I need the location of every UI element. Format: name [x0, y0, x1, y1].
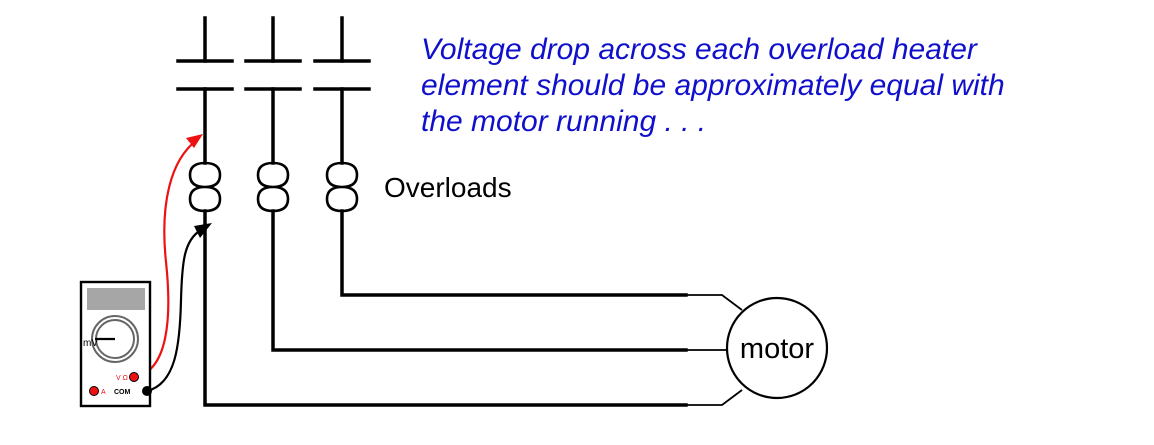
meter-amp-label: A: [101, 389, 106, 396]
contact-pole-2: [244, 16, 302, 165]
overload-heater-2: [256, 161, 290, 213]
meter-vohm-label: V Ω: [116, 375, 128, 382]
overload-heaters: [188, 161, 359, 213]
overload-heater-3: [325, 161, 359, 213]
red-probe-tip: [186, 134, 203, 148]
motor-label: motor: [740, 333, 814, 365]
meter-range-label: mV: [83, 338, 98, 349]
red-test-lead: [133, 139, 198, 379]
motor-wiring: [203, 209, 743, 407]
meter-amp-jack[interactable]: [89, 386, 99, 396]
meter-com-label: COM: [114, 389, 131, 396]
annotation: Voltage drop across each overload heater…: [421, 33, 1005, 138]
overloads-label: Overloads: [384, 172, 512, 203]
annotation-line-3: the motor running . . .: [421, 105, 706, 138]
meter-com-jack[interactable]: [142, 386, 152, 396]
overload-heater-1: [188, 161, 222, 213]
annotation-line-2: element should be approximately equal wi…: [421, 69, 1005, 102]
meter-vohm-jack[interactable]: [129, 372, 139, 382]
test-leads: [133, 134, 212, 393]
multimeter-display: [87, 288, 145, 310]
contact-pole-3: [313, 16, 371, 165]
motor: motor: [725, 296, 829, 400]
contact-pole-1: [176, 16, 234, 165]
contactor-contacts: [176, 16, 371, 165]
black-test-lead: [146, 229, 202, 393]
annotation-line-1: Voltage drop across each overload heater: [421, 33, 978, 66]
multimeter: mV V Ω A COM: [79, 280, 152, 408]
black-probe-tip: [194, 223, 212, 238]
